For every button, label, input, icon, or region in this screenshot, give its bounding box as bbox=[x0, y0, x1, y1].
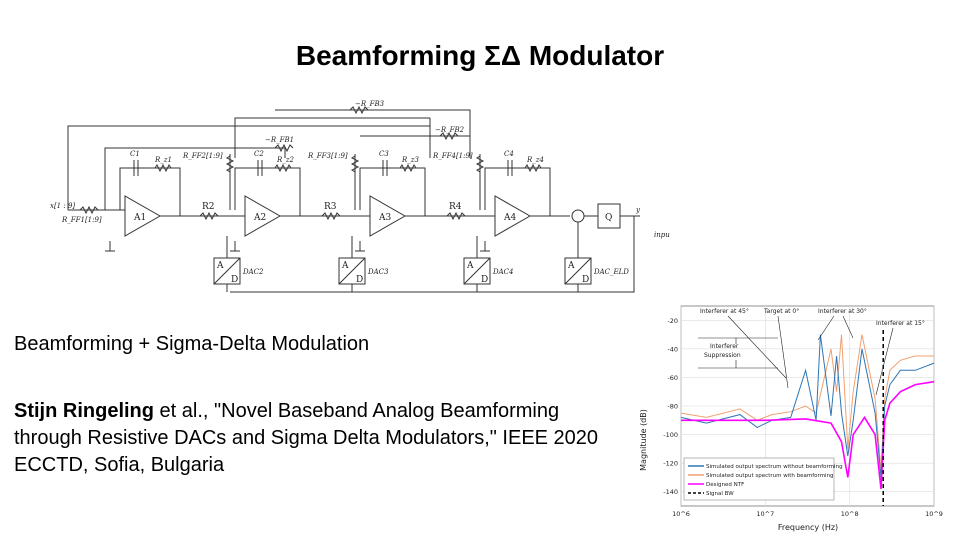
x-axis-label: Frequency (Hz) bbox=[778, 523, 838, 532]
dac-a-label: A bbox=[216, 261, 224, 271]
cap-label-4: C4 bbox=[504, 150, 514, 158]
rff1-label: R_FF1[1:9] bbox=[61, 216, 102, 224]
rff4-label: R_FF4[1:9] bbox=[432, 152, 473, 160]
beamforming-modulator-schematic: x[1 : 9] R_FF1[1:9] R_FF2[1:9] R_FF3[1:9… bbox=[50, 100, 670, 293]
legend-entry-bw: Signal BW bbox=[706, 491, 734, 497]
dac-label-4: DAC4 bbox=[492, 268, 513, 276]
rfb2-label: −R_FB2 bbox=[435, 126, 465, 134]
cap-label-2: C2 bbox=[254, 150, 264, 158]
citation: Stijn Ringeling et al., "Novel Baseband … bbox=[14, 398, 614, 479]
y-tick-label: -80 bbox=[667, 403, 678, 411]
quantizer-label: Q bbox=[605, 213, 612, 223]
annotation-arrows bbox=[698, 315, 894, 396]
dac-a-label: A bbox=[567, 261, 575, 271]
x-tick-label: 10^6 bbox=[672, 510, 690, 518]
dac-a-label: A bbox=[341, 261, 349, 271]
series-line-1 bbox=[680, 334, 935, 478]
y-tick-label: -100 bbox=[663, 431, 678, 439]
rz-label-2: R_z2 bbox=[276, 156, 294, 164]
rff2-label: R_FF2[1:9] bbox=[182, 152, 223, 160]
series-layer bbox=[680, 330, 935, 506]
dac-d-label: D bbox=[231, 275, 238, 285]
input-label: x[1 : 9] bbox=[50, 202, 75, 210]
y-tick-label: -40 bbox=[667, 345, 678, 353]
rdac-input-label: input bbox=[654, 231, 670, 239]
dac-label-2: DAC2 bbox=[242, 268, 264, 276]
slide-title: Beamforming ΣΔ Modulator bbox=[295, 40, 665, 71]
cap-label-3: C3 bbox=[379, 150, 389, 158]
rz-label-3: R_z3 bbox=[401, 156, 419, 164]
rfb3-label: −R_FB3 bbox=[355, 100, 385, 108]
dac-label-eld: DAC_ELD bbox=[593, 268, 629, 276]
dac-a-label: A bbox=[466, 261, 474, 271]
amp-label-3: A3 bbox=[378, 213, 391, 223]
subtitle: Beamforming + Sigma-Delta Modulation bbox=[14, 333, 370, 355]
x-tick-labels: 10^6 10^7 10^8 10^9 bbox=[672, 510, 943, 518]
rff3-label: R_FF3[1:9] bbox=[307, 152, 348, 160]
series-r-label-2: R2 bbox=[202, 202, 215, 212]
x-tick-label: 10^7 bbox=[756, 510, 774, 518]
amp-label-1: A1 bbox=[133, 213, 146, 223]
legend-entry-with: Simulated output spectrum with beamformi… bbox=[706, 473, 834, 479]
annotation-interferer-15: Interferer at 15° bbox=[876, 320, 925, 327]
y-tick-label: -140 bbox=[663, 488, 678, 496]
series-r-label-3: R3 bbox=[324, 202, 337, 212]
rz-label-1: R_z1 bbox=[154, 156, 172, 164]
citation-text: et al., "Novel Baseband Analog Beamformi… bbox=[14, 400, 599, 476]
y-tick-label: -20 bbox=[667, 317, 678, 325]
legend-entry-ntf: Designed NTF bbox=[706, 482, 744, 488]
dac-d-label: D bbox=[356, 275, 363, 285]
annotation-interferer: Interferer bbox=[710, 343, 739, 350]
annotation-interferer-45: Interferer at 45° bbox=[700, 308, 749, 315]
y-axis-label: Magnitude (dB) bbox=[639, 409, 648, 471]
annotation-suppression: Suppression bbox=[704, 352, 741, 359]
output-y-label: y bbox=[635, 206, 641, 214]
x-tick-label: 10^9 bbox=[925, 510, 943, 518]
series-line-0 bbox=[681, 380, 935, 489]
amp-label-4: A4 bbox=[503, 213, 516, 223]
x-tick-label: 10^8 bbox=[841, 510, 859, 518]
y-tick-label: -60 bbox=[667, 374, 678, 382]
y-tick-labels: -20 -40 -60 -80 -100 -120 -140 bbox=[663, 317, 678, 496]
rfb1-label: −R_FB1 bbox=[265, 136, 294, 144]
legend-entry-without: Simulated output spectrum without beamfo… bbox=[706, 464, 843, 470]
legend-box bbox=[683, 457, 835, 501]
series-line-2 bbox=[680, 334, 934, 471]
dac-label-3: DAC3 bbox=[367, 268, 389, 276]
dac-d-label: D bbox=[582, 275, 589, 285]
amp-label-2: A2 bbox=[253, 213, 266, 223]
annotation-interferer-30: Interferer at 30° bbox=[818, 308, 867, 315]
cap-label-1: C1 bbox=[130, 150, 140, 158]
series-r-label-4: R4 bbox=[449, 202, 462, 212]
dac-d-label: D bbox=[481, 275, 488, 285]
citation-author: Stijn Ringeling bbox=[14, 400, 154, 422]
y-tick-label: -120 bbox=[663, 460, 678, 468]
annotation-target-0: Target at 0° bbox=[763, 308, 799, 315]
rz-label-4: R_z4 bbox=[526, 156, 544, 164]
